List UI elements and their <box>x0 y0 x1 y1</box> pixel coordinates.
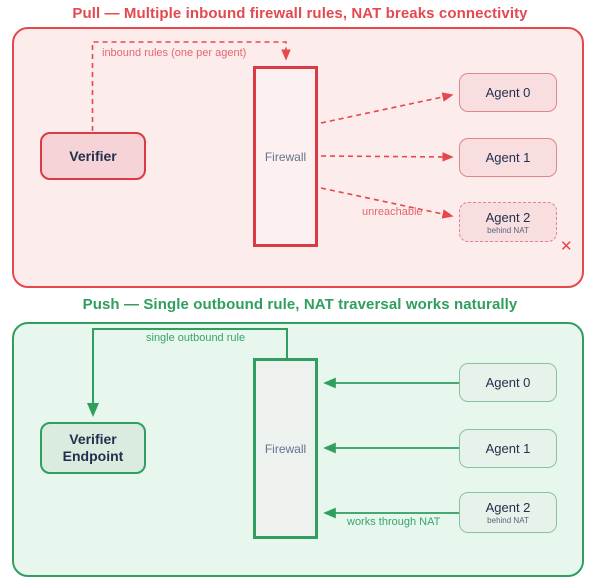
firewall-label: Firewall <box>264 149 307 164</box>
agent-label: Agent 1 <box>485 150 531 165</box>
pull-section-title: Pull — Multiple inbound firewall rules, … <box>72 5 528 22</box>
works-through-nat-label: works through NAT <box>347 516 441 528</box>
agent-2-box-push: Agent 2 behind NAT <box>459 492 557 533</box>
agent-2-box-pull: Agent 2 behind NAT <box>459 202 557 242</box>
verifier-box: Verifier <box>40 132 146 180</box>
behind-nat-label: behind NAT <box>487 516 529 525</box>
verifier-label: Verifier <box>69 148 117 164</box>
agent-0-box-push: Agent 0 <box>459 363 557 402</box>
firewall-box-push: Firewall <box>253 358 318 539</box>
agent-label: Agent 2 <box>485 500 531 515</box>
agent-1-box-push: Agent 1 <box>459 429 557 468</box>
outbound-rule-label: single outbound rule <box>146 332 246 344</box>
firewall-box-pull: Firewall <box>253 66 318 247</box>
failure-x-icon: ✕ <box>560 238 573 255</box>
behind-nat-label: behind NAT <box>487 225 529 235</box>
firewall-label: Firewall <box>264 441 307 456</box>
agent-label: Agent 2 <box>485 209 531 225</box>
agent-1-box-pull: Agent 1 <box>459 138 557 177</box>
push-section-title: Push — Single outbound rule, NAT travers… <box>82 296 518 313</box>
unreachable-label: unreachable <box>362 206 423 218</box>
verifier-endpoint-label: Verifier Endpoint <box>62 430 124 465</box>
agent-label: Agent 1 <box>485 441 531 456</box>
agent-label: Agent 0 <box>485 375 531 390</box>
agent-0-box-pull: Agent 0 <box>459 73 557 112</box>
verifier-endpoint-box: Verifier Endpoint <box>40 422 146 474</box>
inbound-rules-label: inbound rules (one per agent) <box>102 47 247 59</box>
agent-label: Agent 0 <box>485 85 531 100</box>
